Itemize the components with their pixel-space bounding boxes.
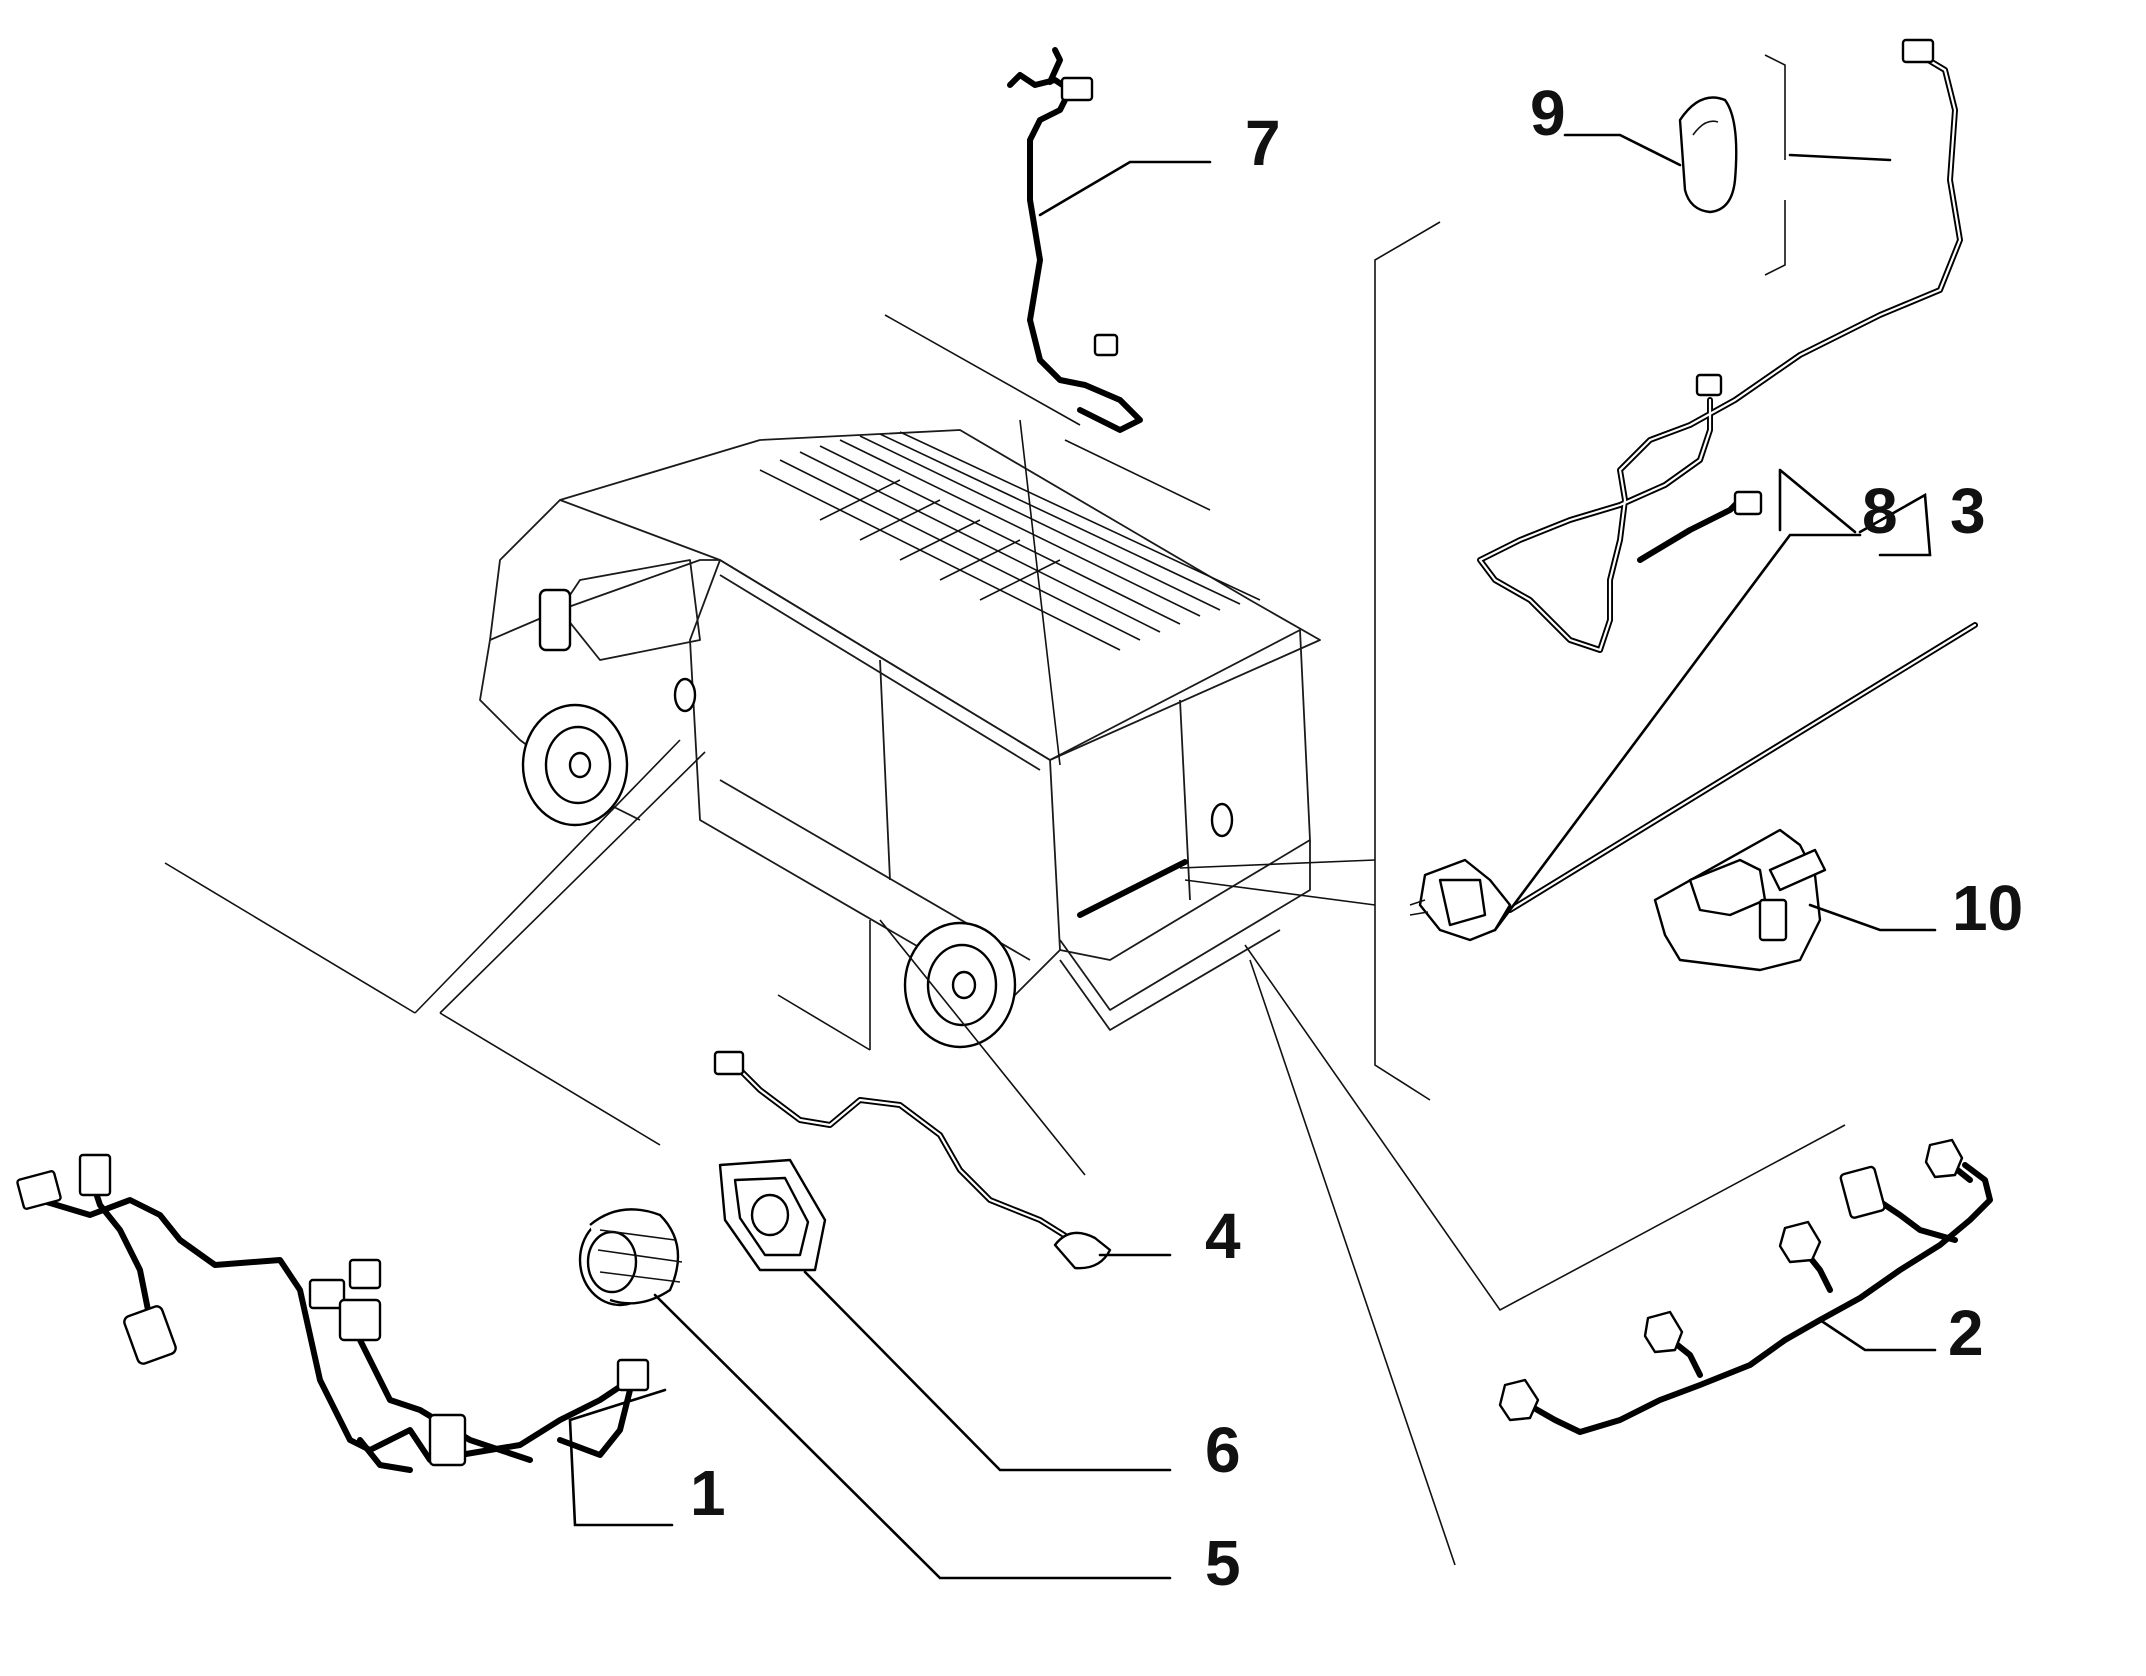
callout-1: 1: [690, 1457, 726, 1529]
callout-4: 4: [1205, 1200, 1241, 1272]
leader-lines: [568, 133, 1937, 1580]
callout-7: 7: [1245, 107, 1281, 179]
callout-10: 10: [1952, 872, 2023, 944]
callout-9: 9: [1530, 77, 1566, 149]
part-9-cover: [1678, 96, 1738, 214]
part-3-long-cable: [1477, 38, 1963, 653]
rear-wheel: [903, 921, 1017, 1049]
van-illustration: [479, 429, 1321, 1049]
part-7-upper-cable: [1007, 47, 1143, 433]
callout-3: 3: [1950, 475, 1986, 547]
part-1-wiring-harness: [16, 1153, 650, 1473]
part-5-grommet: [578, 1208, 683, 1307]
callout-2: 2: [1948, 1297, 1984, 1369]
front-wheel: [521, 703, 629, 827]
section-lines: [164, 54, 1846, 1566]
part-10-bracket: [1653, 828, 1827, 972]
callout-5: 5: [1205, 1527, 1241, 1599]
part-6-gasket-plate: [718, 1158, 827, 1272]
callout-6: 6: [1205, 1414, 1241, 1486]
callout-numbers: 1 2 3 4 5 6 7 8 9 10: [690, 77, 2023, 1599]
callout-8: 8: [1862, 475, 1898, 547]
part-2-rear-harness: [1498, 1138, 1993, 1435]
part-4-sensor-cable: [713, 1050, 1112, 1270]
